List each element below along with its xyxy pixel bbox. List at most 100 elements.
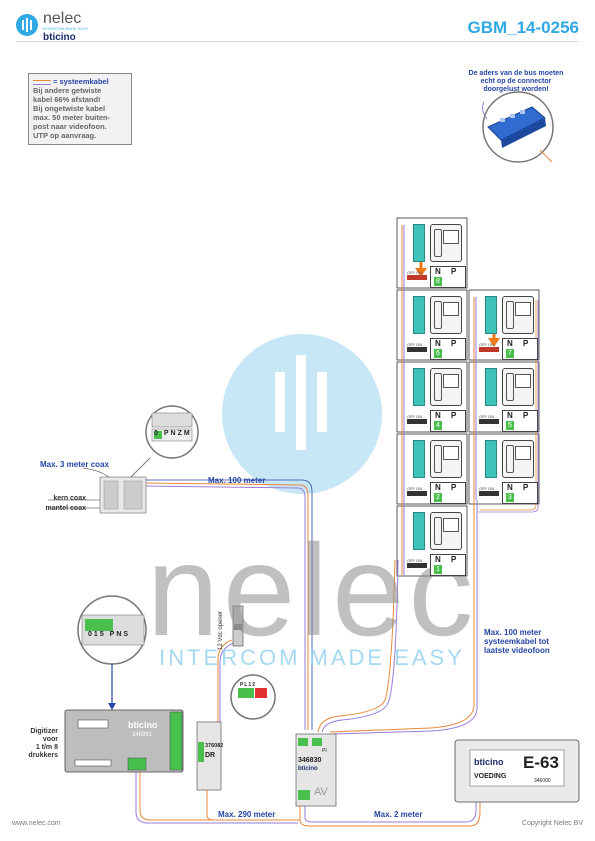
handset-monitor-icon	[430, 296, 462, 334]
handset-monitor-icon	[430, 512, 462, 550]
phone-address: 5	[506, 421, 514, 430]
phone-switch-label: OFF ON	[407, 558, 423, 563]
cable-legend: = systeemkabel Bij andere getwiste kabel…	[28, 73, 132, 145]
phone-switch-label: OFF ON	[479, 414, 495, 419]
videophone-unit: OFF ON N P 8	[397, 218, 467, 288]
handset-monitor-icon	[502, 440, 534, 478]
label-kern-coax: kern coax	[53, 495, 86, 502]
psu-code: 346000	[534, 778, 551, 784]
logo-name: nelec	[43, 10, 82, 27]
label-max-100-right-2: systeemkabel tot	[484, 637, 549, 646]
phone-terminal-n: N	[507, 339, 513, 348]
handset-monitor-icon	[430, 368, 462, 406]
zoom-right-1: 1	[248, 682, 253, 688]
logo-mark-icon	[16, 14, 38, 36]
logo-tagline: INTERCOM MADE EASY	[43, 27, 89, 31]
videophone-unit: OFF ON N P 7	[469, 290, 539, 360]
phone-switch[interactable]	[407, 419, 427, 424]
videophone-unit: OFF ON N P 2	[397, 434, 467, 504]
psu-label: VOEDING	[474, 773, 507, 780]
videophone-unit: OFF ON N P 3	[469, 434, 539, 504]
label-max-100-right-1: Max. 100 meter	[484, 628, 542, 637]
bus-note: De aders van de bus moeten echt op de co…	[448, 70, 584, 94]
phone-terminal-n: N	[435, 483, 441, 492]
zoom-top-0: 0	[154, 430, 160, 437]
legend-line-3: Bij ongetwiste kabel	[33, 104, 106, 113]
label-max-100-right-3: laatste videofoon	[484, 646, 550, 655]
zoom-left-1: 1	[93, 631, 100, 638]
phone-switch[interactable]	[407, 491, 427, 496]
label-door-opener: 12 Vdc opener	[218, 610, 224, 650]
zoom-top-z: Z	[177, 430, 184, 437]
zoom-top-m: M	[183, 430, 192, 437]
bus-note-line-1: De aders van de bus moeten	[468, 70, 564, 77]
label-digitizer-3: 1 t/m 8	[35, 744, 58, 751]
phone-terminal-n: N	[435, 555, 441, 564]
phone-switch-label: OFF ON	[407, 342, 423, 347]
phone-terminal-block	[413, 368, 425, 406]
phone-terminal-row: N P 1	[430, 554, 466, 576]
phone-switch-label: OFF ON	[407, 414, 423, 419]
phone-terminal-row: N P 8	[430, 266, 466, 288]
phone-terminal-p: P	[451, 267, 457, 276]
handset-monitor-icon	[430, 224, 462, 262]
phone-terminal-p: P	[451, 483, 457, 492]
psu-brand: bticino	[474, 757, 504, 767]
phone-terminal-n: N	[507, 411, 513, 420]
phone-terminal-p: P	[523, 483, 529, 492]
phone-terminal-p: P	[523, 339, 529, 348]
phone-switch[interactable]	[407, 347, 427, 352]
nelec-logo: nelec INTERCOM MADE EASY bticino	[16, 10, 126, 46]
psu-model: E-63	[523, 753, 559, 772]
watermark-mark-icon	[275, 355, 327, 450]
phone-terminal-p: P	[451, 339, 457, 348]
zoom-top-terminals: 0 PNZM	[154, 430, 192, 437]
phone-terminal-block	[413, 296, 425, 334]
legend-line-1: Bij andere getwiste	[33, 86, 102, 95]
phone-address: 3	[506, 493, 514, 502]
zoom-right-p: P	[240, 682, 245, 688]
phone-terminal-row: N P 4	[430, 410, 466, 432]
phone-address: 4	[434, 421, 442, 430]
handset-monitor-icon	[430, 440, 462, 478]
phone-terminal-block	[485, 296, 497, 334]
phone-address: 7	[506, 349, 514, 358]
label-digitizer: Digitizer voor 1 t/m 8 drukkers	[8, 728, 58, 760]
phone-terminal-n: N	[507, 483, 513, 492]
phone-switch[interactable]	[479, 491, 499, 496]
phone-address: 8	[434, 277, 442, 286]
logo-brand: bticino	[43, 32, 76, 43]
phone-switch-label: OFF ON	[407, 270, 423, 275]
zoom-left-0: 0	[88, 631, 94, 638]
phone-switch[interactable]	[407, 563, 427, 568]
phone-address: 1	[434, 565, 442, 574]
phone-switch-label: OFF ON	[479, 342, 495, 347]
zoom-left-terminals: 015 PNS	[88, 631, 130, 638]
phone-terminal-block	[413, 440, 425, 478]
av-brand: bticino	[298, 766, 318, 772]
zoom-left-n: N	[116, 631, 124, 638]
videophone-unit: OFF ON N P 1	[397, 506, 467, 576]
label-max-100-right: Max. 100 meter systeemkabel tot laatste …	[484, 628, 550, 655]
dr-label: DR	[205, 752, 216, 759]
legend-line-5: post naar videofoon.	[33, 122, 107, 131]
zoom-right-2: 2	[252, 682, 256, 688]
phone-terminal-row: N P 7	[502, 338, 538, 360]
phone-terminal-n: N	[435, 411, 441, 420]
digitizer-code: 346991	[132, 732, 153, 738]
phone-switch-label: OFF ON	[479, 486, 495, 491]
header-rule	[16, 41, 579, 42]
footer-url[interactable]: www.nelec.com	[12, 820, 61, 827]
handset-monitor-icon	[502, 296, 534, 334]
zoom-left-p: P	[109, 631, 117, 638]
av-pi: PI	[322, 748, 327, 754]
av-label: AV	[314, 786, 328, 798]
phone-switch[interactable]	[407, 275, 427, 280]
phone-terminal-n: N	[435, 267, 441, 276]
zoom-left-s: S	[123, 631, 131, 638]
phone-switch[interactable]	[479, 347, 499, 352]
phone-switch-label: OFF ON	[407, 486, 423, 491]
phone-switch[interactable]	[479, 419, 499, 424]
phone-terminal-block	[485, 368, 497, 406]
phone-terminal-block	[485, 440, 497, 478]
